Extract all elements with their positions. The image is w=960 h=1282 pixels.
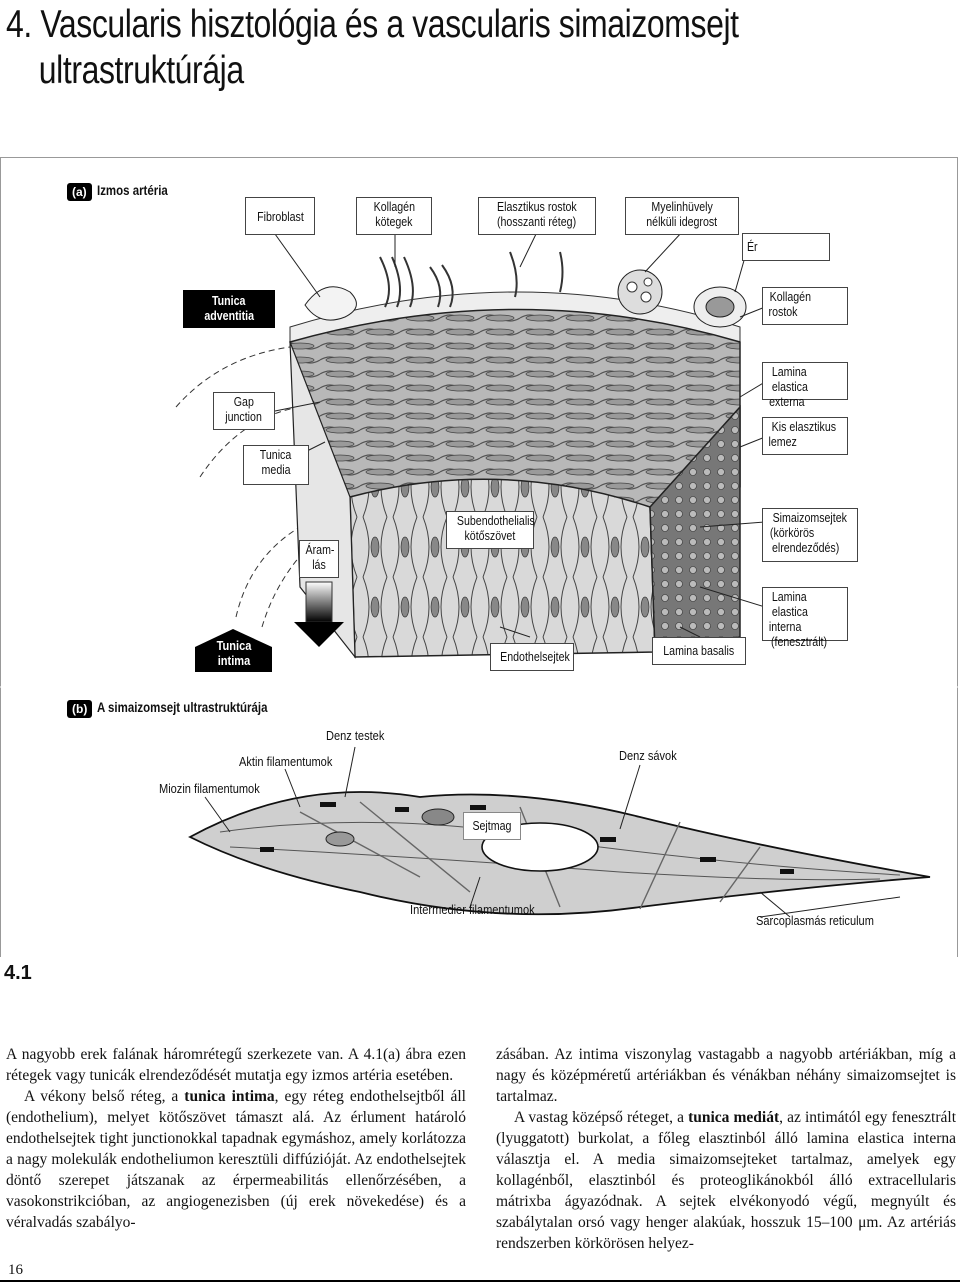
figure-number: 4.1: [4, 962, 32, 984]
page-title-line2: ultrastruktúrája: [38, 49, 244, 92]
paragraph: A vékony belső réteg, a tunica intima, e…: [6, 1088, 466, 1231]
label-fibroblast: Fibroblast: [245, 197, 315, 235]
page-number: 16: [8, 1262, 23, 1278]
figure-part-a-heading: Izmos artéria: [97, 183, 168, 198]
figure-part-b-tag: (b): [67, 700, 93, 718]
label-sejtmag: Sejtmag: [463, 812, 521, 840]
paragraph: zásában. Az intima viszonylag vastagabb …: [496, 1046, 956, 1105]
label-elasztikus-rostok: Elasztikus rostok(hosszanti réteg): [478, 197, 596, 235]
label-lamina-basalis: Lamina basalis: [652, 637, 746, 665]
label-sarcoplasmas-reticulum: Sarcoplasmás reticulum: [756, 913, 874, 928]
emphasis-tunica-intima: tunica intima: [184, 1088, 275, 1105]
label-miozin-filamentumok: Miozin filamentumok: [159, 781, 260, 796]
label-denz-savok: Denz sávok: [619, 748, 677, 763]
label-er: Ér: [742, 233, 830, 261]
label-denz-testek: Denz testek: [326, 728, 385, 743]
label-aramlas: Áram-lás: [299, 540, 339, 578]
label-intermedier-filamentumok: Intermedier filamentumok: [410, 902, 535, 917]
page-bottom-rule: [0, 1280, 960, 1282]
text-column-right: zásában. Az intima viszonylag vastagabb …: [496, 1044, 956, 1254]
page-title-line1: 4. Vascularis hisztológia és a vasculari…: [6, 3, 739, 46]
figure-part-a-tag: (a): [67, 183, 92, 201]
label-endothelsejtek: Endothelsejtek: [490, 643, 574, 671]
paragraph: A nagyobb erek falának háromrétegű szerk…: [6, 1046, 466, 1084]
emphasis-tunica-media: tunica mediát: [688, 1109, 780, 1126]
figure-illustration: [0, 229, 958, 918]
text-column-left: A nagyobb erek falának háromrétegű szerk…: [6, 1044, 466, 1233]
label-aktin-filamentumok: Aktin filamentumok: [239, 754, 333, 769]
figure-part-b-heading: A simaizomsejt ultrastruktúrája: [97, 700, 268, 715]
paragraph: A vastag középső réteget, a tunica mediá…: [496, 1109, 957, 1252]
page-title: 4. Vascularis hisztológia és a vasculari…: [6, 2, 933, 94]
